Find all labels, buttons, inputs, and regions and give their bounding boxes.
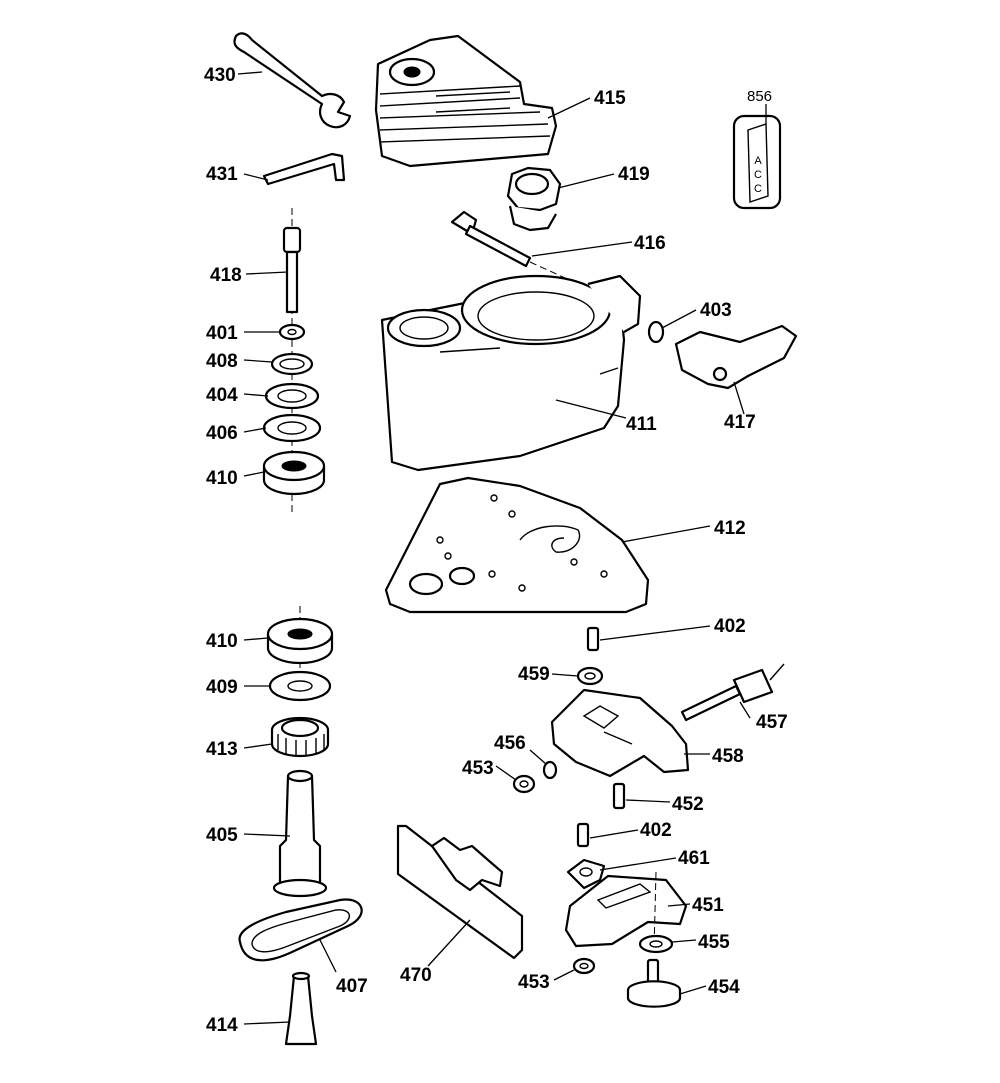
label-456: 456: [494, 733, 526, 754]
part-417-lever: [674, 324, 798, 390]
acc-letter-c1: C: [754, 169, 762, 181]
part-412-base-plate: [384, 476, 650, 614]
label-401: 401: [206, 323, 238, 344]
label-413: 413: [206, 739, 238, 760]
part-455-washer: [638, 934, 674, 954]
leader-lines: [237, 71, 767, 1025]
part-411-housing: [380, 274, 642, 472]
acc-letter-c2: C: [754, 183, 762, 195]
part-459-nut: [576, 666, 604, 686]
label-402-upper: 402: [714, 616, 746, 637]
label-415: 415: [594, 88, 626, 109]
part-414-spindle: [284, 971, 318, 1046]
label-470: 470: [400, 965, 432, 986]
label-431: 431: [206, 164, 238, 185]
part-452-screw: [612, 782, 626, 810]
label-452: 452: [672, 794, 704, 815]
part-458-bracket: [550, 688, 690, 778]
label-408: 408: [206, 351, 238, 372]
label-461: 461: [678, 848, 710, 869]
part-431-hex-key: [262, 152, 346, 186]
label-409: 409: [206, 677, 238, 698]
part-453-nut-lower: [572, 957, 596, 975]
label-406: 406: [206, 423, 238, 444]
label-451: 451: [692, 895, 724, 916]
label-407: 407: [336, 976, 368, 997]
label-404: 404: [206, 385, 238, 406]
label-457: 457: [756, 712, 788, 733]
part-402-screw-lower: [576, 822, 590, 848]
label-402-lower: 402: [640, 820, 672, 841]
label-430: 430: [204, 65, 236, 86]
part-461-clamp: [566, 858, 606, 890]
part-408-circlip: [270, 352, 314, 376]
label-418: 418: [210, 265, 242, 286]
label-459: 459: [518, 664, 550, 685]
label-410-upper: 410: [206, 468, 238, 489]
part-410-bearing-lower: [266, 606, 334, 700]
part-418-screw: [282, 208, 302, 512]
part-number-labels: 430 415 856 431 419 416 418 403 401 408 …: [204, 65, 788, 1036]
acc-letter-a: A: [754, 155, 762, 167]
part-470-fence: [396, 824, 524, 960]
part-430-wrench: [233, 32, 352, 129]
part-405-shaft: [272, 769, 328, 898]
part-419-nut: [506, 166, 562, 232]
label-455: 455: [698, 932, 730, 953]
label-414: 414: [206, 1015, 238, 1036]
label-416: 416: [634, 233, 666, 254]
label-405: 405: [206, 825, 238, 846]
label-453-upper: 453: [462, 758, 494, 779]
label-419: 419: [618, 164, 650, 185]
part-404-washer: [264, 382, 320, 410]
part-454-knob-screw: [626, 958, 682, 1008]
label-856: 856: [747, 88, 772, 105]
part-406-washer: [262, 413, 322, 443]
label-454: 454: [708, 977, 740, 998]
label-410-lower: 410: [206, 631, 238, 652]
part-453-nut-upper: [512, 774, 536, 794]
part-457-thumbscrew: [680, 663, 785, 722]
label-417: 417: [724, 412, 756, 433]
label-453-lower: 453: [518, 972, 550, 993]
part-401-washer: [278, 323, 306, 341]
label-458: 458: [712, 746, 744, 767]
part-451-slide: [564, 871, 688, 951]
label-403: 403: [700, 300, 732, 321]
part-413-pulley: [270, 716, 330, 758]
part-456-washer: [542, 760, 558, 780]
part-415-guard: [374, 34, 558, 168]
label-411: 411: [626, 414, 657, 435]
label-412: 412: [714, 518, 746, 539]
part-403-washer: [647, 320, 665, 344]
part-402-screw-upper: [586, 626, 600, 652]
part-407-belt: [238, 898, 363, 962]
part-856-tag: A C C: [732, 114, 782, 210]
part-410-bearing-upper: [262, 450, 326, 496]
part-409-washer: [268, 670, 332, 702]
